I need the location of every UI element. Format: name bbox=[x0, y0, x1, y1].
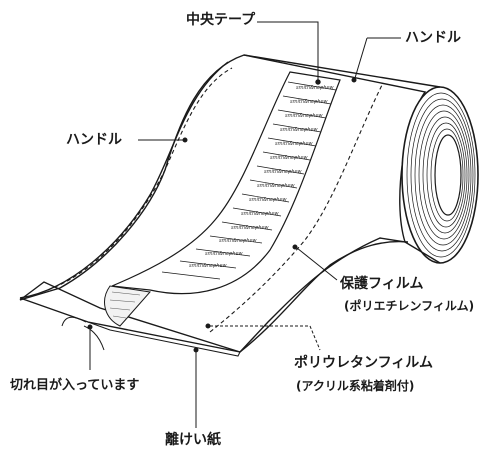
label-protective-film: 保護フィルム bbox=[340, 276, 424, 292]
perforation-flap-left bbox=[61, 316, 87, 327]
label-perforation: 切れ目が入っています bbox=[10, 378, 140, 393]
svg-text:smith&nephew: smith&nephew bbox=[257, 183, 296, 189]
svg-text:smith&nephew: smith&nephew bbox=[275, 141, 314, 147]
roll-top-edge bbox=[243, 54, 441, 88]
label-center-tape: 中央テープ bbox=[186, 12, 256, 28]
svg-text:smith&nephew: smith&nephew bbox=[280, 127, 319, 133]
svg-text:smith&nephew: smith&nephew bbox=[219, 238, 258, 244]
svg-text:smith&nephew: smith&nephew bbox=[296, 85, 335, 91]
svg-text:smith&nephew: smith&nephew bbox=[285, 113, 324, 119]
svg-text:smith&nephew: smith&nephew bbox=[270, 155, 309, 161]
sheet-front-edge-right bbox=[239, 240, 409, 353]
label-handle-right: ハンドル bbox=[405, 30, 461, 46]
svg-text:smith&nephew: smith&nephew bbox=[231, 225, 270, 231]
svg-text:smith&nephew: smith&nephew bbox=[205, 251, 244, 257]
svg-text:smith&nephew: smith&nephew bbox=[290, 99, 329, 105]
center-tape-print: smith&nephew smith&nephew smith&nephew s… bbox=[189, 85, 335, 269]
svg-text:smith&nephew: smith&nephew bbox=[241, 211, 280, 217]
roll-end bbox=[401, 86, 479, 264]
label-release-paper: 離けい紙 bbox=[165, 432, 221, 448]
right-dashed-line bbox=[209, 84, 383, 333]
perforation-flap-right bbox=[83, 325, 105, 351]
center-tape-segments bbox=[161, 81, 337, 280]
center-tape bbox=[111, 71, 341, 295]
label-polyurethane-adhesive: (アクリル系粘着剤付) bbox=[296, 379, 415, 393]
peeled-corner bbox=[104, 285, 151, 327]
sheet-left-edge bbox=[19, 61, 229, 299]
svg-text:smith&nephew: smith&nephew bbox=[189, 263, 228, 269]
label-protective-film-material: (ポリエチレンフィルム) bbox=[344, 299, 475, 313]
roll-bottom-edge bbox=[404, 241, 441, 264]
left-dashed-line bbox=[47, 67, 233, 291]
release-paper-layer bbox=[87, 321, 241, 357]
peeled-corner-hatch bbox=[109, 291, 141, 319]
svg-text:smith&nephew: smith&nephew bbox=[249, 197, 288, 203]
leader-lines bbox=[87, 21, 401, 428]
svg-text:smith&nephew: smith&nephew bbox=[264, 169, 303, 175]
label-polyurethane-film: ポリウレタンフィルム bbox=[294, 355, 434, 371]
label-handle-left: ハンドル bbox=[66, 132, 122, 148]
